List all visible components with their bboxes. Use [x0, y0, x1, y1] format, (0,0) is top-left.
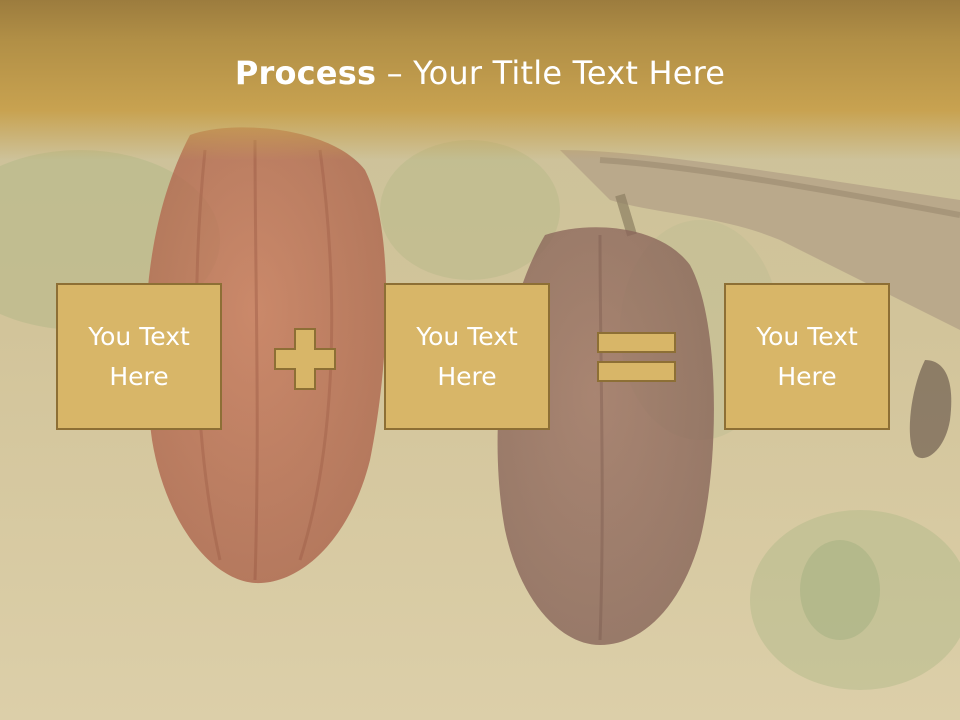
title-band — [0, 0, 960, 160]
process-box-1[interactable]: You Text Here — [56, 283, 222, 430]
title-rest-text: – Your Title Text Here — [376, 54, 726, 92]
slide-title: Process – Your Title Text Here — [0, 54, 960, 92]
process-box-2-label: You Text Here — [416, 321, 518, 391]
process-box-3[interactable]: You Text Here — [724, 283, 890, 430]
process-box-1-label: You Text Here — [88, 321, 190, 391]
process-box-3-label: You Text Here — [756, 321, 858, 391]
process-box-2[interactable]: You Text Here — [384, 283, 550, 430]
equals-icon — [597, 332, 677, 388]
plus-icon — [274, 328, 336, 394]
title-bold-word: Process — [234, 54, 377, 92]
